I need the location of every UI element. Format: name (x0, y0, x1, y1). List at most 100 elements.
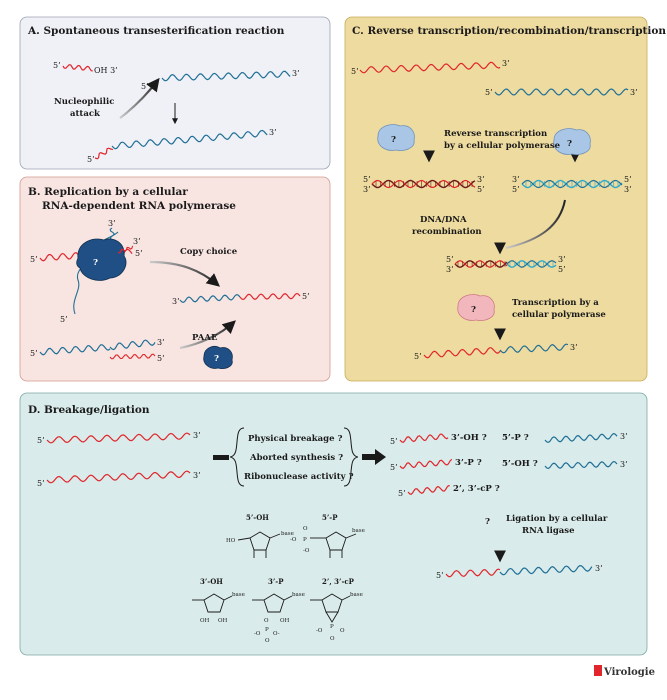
panel-b-polymerase-mark: ? (93, 258, 98, 268)
panel-c-rna-blue (494, 88, 629, 96)
panel-d-ligated-3: 3’ (595, 564, 603, 573)
panel-d-ligation-label-1: Ligation by a cellular (506, 514, 608, 524)
panel-c-dsright-3b: 3’ (624, 185, 632, 194)
panel-c-rungs-recomb-left (457, 261, 506, 267)
panel-d-frag-blue-1 (544, 432, 618, 444)
panel-c-red-3-end: 3’ (502, 59, 510, 68)
panel-d-ligated-blue (499, 564, 593, 576)
chem-5p-p: P (303, 537, 307, 543)
panel-a-attack-arrow (119, 77, 160, 119)
chem-cp-ring (321, 593, 343, 613)
panel-c-rungs-left (375, 181, 473, 187)
chem-5p-base: base (352, 528, 365, 534)
panel-c-recomb-label-1: DNA/DNA (420, 215, 467, 225)
panel-c-dsright-3a: 3’ (512, 175, 520, 184)
panel-d-bottom-3-end: 3’ (193, 471, 201, 480)
panel-d-end-5oh: 5’-OH ? (502, 459, 538, 469)
chem-5p-base-link (345, 533, 357, 539)
panel-a-title: A. Spontaneous transesterification react… (27, 25, 285, 37)
panel-b-5-end-a: 5’ (30, 255, 38, 264)
chem-cp-p: P (330, 624, 334, 630)
panel-b-polymerase (76, 238, 127, 281)
panel-c-rna-red (359, 61, 501, 74)
panel-b-3-end-mid: 3’ (133, 237, 141, 246)
panel-d-chem-5oh: 5’-OH HO base (226, 513, 294, 558)
panel-c-blue-5-end: 5’ (485, 88, 493, 97)
panel-a-product-3-end: 3’ (269, 128, 277, 137)
chem-cp-o-right: O (340, 628, 345, 634)
panel-a-5-end: 5’ (53, 61, 61, 70)
panel-c-rec-3a: 3’ (446, 265, 454, 274)
panel-d-end-3oh: 3’-OH ? (451, 433, 487, 443)
panel-c-red-5-end: 5’ (351, 67, 359, 76)
panel-d-bottom-5-end: 5’ (37, 479, 45, 488)
panel-d-rna-bottom (46, 470, 191, 484)
chem-3p-ring (263, 593, 285, 613)
panel-c-tx-label-1: Transcription by a (512, 298, 599, 308)
panel-c-dsdna-left-a (371, 179, 476, 189)
panel-c-rungs-recomb-right (509, 261, 554, 267)
chem-5p-ominus: -O (290, 537, 297, 543)
panel-b-paae-label: PAAE (192, 333, 218, 343)
panel-b: 5’ 3’ 5’ ? 3’ 5’ Copy choice 3’ 5’ 5’ 3’… (30, 219, 310, 369)
panel-c-dsright-5b: 5’ (624, 175, 632, 184)
chem-5p-ring (325, 531, 347, 551)
panel-d-top-3-end: 3’ (193, 431, 201, 440)
panel-b-3-end-c: 3’ (157, 338, 165, 347)
panel-b-box (19, 176, 331, 382)
panel-d-bar-left (213, 455, 229, 460)
panel-d-ligation-label-2: RNA ligase (522, 526, 575, 536)
panel-d-frag-red-3 (407, 485, 450, 495)
chem-5oh-ring (249, 531, 271, 551)
panel-b-product-red (239, 292, 301, 301)
panel-d-end-cp: 2’, 3’-cP ? (453, 484, 500, 494)
panel-b-copy-choice-label: Copy choice (180, 247, 238, 257)
panel-d-end-3p: 3’-P ? (455, 458, 482, 468)
panel-c-dsleft-5a: 5’ (363, 175, 371, 184)
panel-c-transcript-blue (499, 343, 569, 354)
panel-a-box (19, 16, 331, 170)
panel-c-transcript-red (423, 347, 501, 359)
panel-d-cause-2: Aborted synthesis ? (249, 453, 343, 463)
chem-3p-o: O (264, 618, 269, 624)
chem-5oh-ho: HO (226, 538, 236, 544)
panel-c-tx-label-2: cellular polymerase (512, 310, 606, 320)
panel-c-transcript-3-end: 3’ (570, 343, 578, 352)
panel-c-dsleft-3a: 3’ (363, 185, 371, 194)
panel-b-title-line1: B. Replication by a cellular (28, 186, 188, 198)
chem-3oh-title: 3’-OH (200, 577, 223, 586)
chem-cp-base-link (341, 595, 351, 601)
panel-c-tx-enzyme (457, 294, 495, 321)
panel-d-blue2-3: 3’ (620, 460, 628, 469)
panel-d-frag-red-2 (399, 458, 453, 469)
panel-b-second-red (109, 353, 156, 360)
panel-d-title: D. Breakage/ligation (28, 404, 150, 416)
chem-3p-p: P (265, 627, 269, 633)
chem-3oh-oh-a: OH (200, 618, 210, 624)
panel-a: 5’ OH 3’ 5’ P 3’ Nucleophilic attack 5’ … (53, 61, 300, 164)
chem-3p-ominus-l: -O (254, 631, 261, 637)
panel-d-cause-1: Physical breakage ? (248, 434, 342, 444)
panel-c-recombinant-cyan-a (506, 260, 557, 268)
panel-c-title: C. Reverse transcription/recombination/t… (352, 25, 666, 37)
chem-5p-o-top: O (303, 526, 308, 532)
panel-c-rungs-right (525, 181, 619, 187)
panel-b-small-polymerase (203, 346, 233, 369)
panel-d-frag3-5: 5’ (398, 489, 406, 498)
chem-3p-oh: OH (280, 618, 290, 624)
panel-c-rec-5a: 5’ (446, 255, 454, 264)
chem-3oh-oh-b: OH (218, 618, 228, 624)
panel-d-frag-blue-2 (544, 460, 618, 470)
panel-c-dsdna-left-b (371, 179, 476, 189)
panel-b-small-polymerase-mark: ? (214, 354, 219, 364)
panel-c-dsleft-5b: 5’ (477, 185, 485, 194)
panel-d-big-arrow (362, 449, 386, 465)
panel-c-dsright-5a: 5’ (512, 185, 520, 194)
panel-c-rt-label-1: Reverse transcription (444, 129, 547, 139)
chem-cp-ominus: -O (316, 628, 323, 634)
panel-d-chem-5p: 5’-P -O P O -O base (290, 513, 365, 558)
panel-d-ligated-red (445, 568, 501, 578)
panel-b-second-blue-b (109, 339, 156, 351)
chem-3oh-base: base (232, 592, 245, 598)
